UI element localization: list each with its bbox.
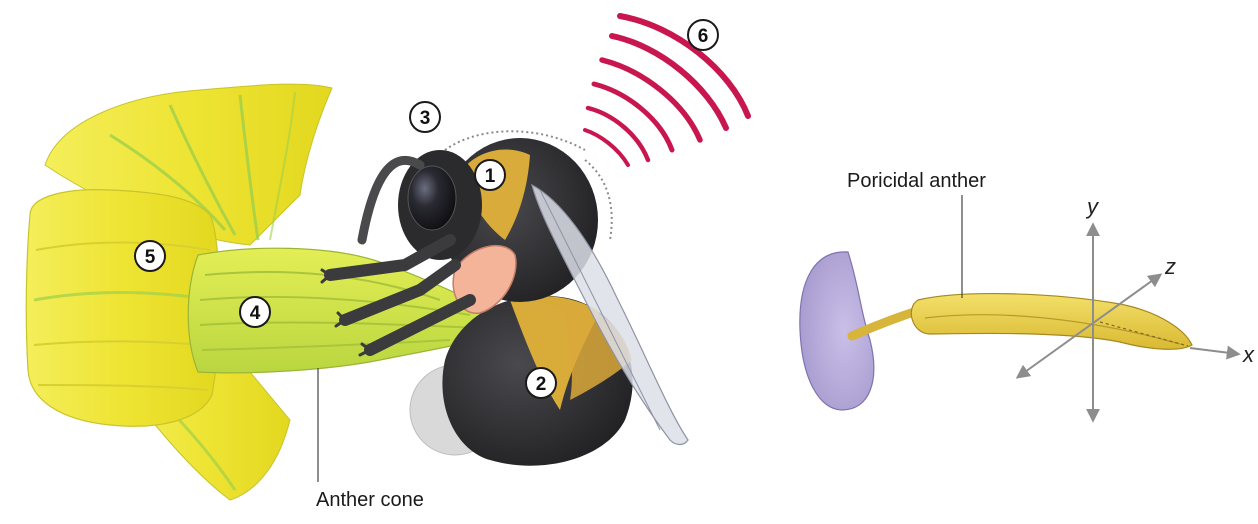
compound-eye xyxy=(408,166,456,230)
z-axis-label: z xyxy=(1164,254,1176,279)
marker-3: 3 xyxy=(410,102,440,132)
svg-text:6: 6 xyxy=(698,26,709,47)
x-axis-label: x xyxy=(1242,342,1255,367)
y-axis-label: y xyxy=(1085,194,1100,219)
poricidal-anther-label: Poricidal anther xyxy=(847,170,986,192)
svg-text:1: 1 xyxy=(485,166,496,187)
anther-cone-label: Anther cone xyxy=(316,489,424,511)
marker-4: 4 xyxy=(240,297,270,327)
poricidal-anther-shape xyxy=(911,294,1192,350)
vibration-arcs xyxy=(585,16,748,165)
stamen xyxy=(800,252,1192,410)
x-axis xyxy=(1190,348,1238,354)
marker-6: 6 xyxy=(688,20,718,50)
marker-2: 2 xyxy=(526,368,556,398)
svg-text:5: 5 xyxy=(145,247,156,268)
svg-text:2: 2 xyxy=(536,374,547,395)
marker-1: 1 xyxy=(475,160,505,190)
svg-text:4: 4 xyxy=(250,303,261,324)
svg-text:3: 3 xyxy=(420,108,431,129)
marker-5: 5 xyxy=(135,241,165,271)
